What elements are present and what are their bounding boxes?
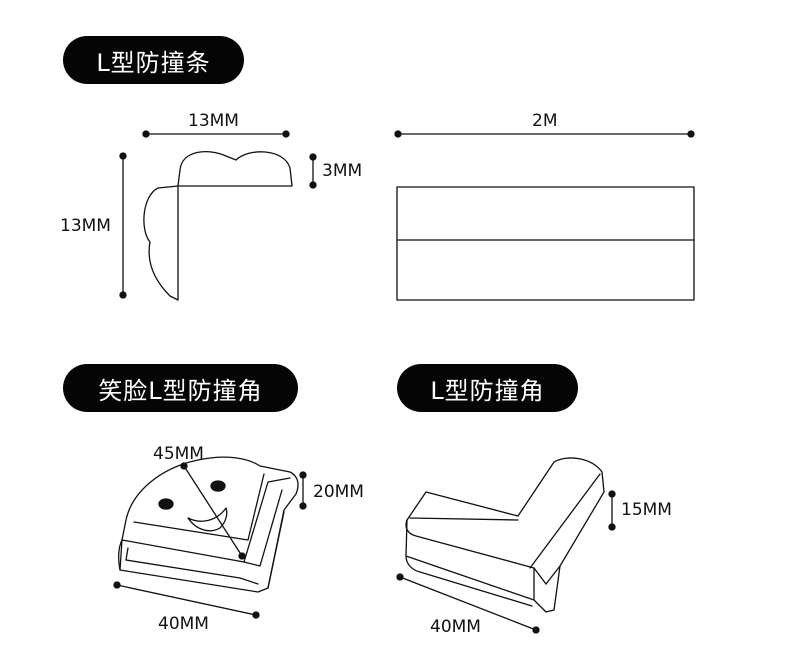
- strip-width-dimension: [142, 130, 290, 138]
- corner-height-label: 15MM: [621, 500, 672, 520]
- smiley-diag-label: 45MM: [153, 444, 204, 464]
- corner-height-dimension: [608, 490, 616, 531]
- smiley-height-dimension: [299, 471, 307, 510]
- smiley-side-label: 40MM: [158, 614, 209, 634]
- corner-section-title: L型防撞角: [397, 364, 578, 412]
- smiley-height-label: 20MM: [313, 482, 364, 502]
- strip-width-label: 13MM: [188, 111, 239, 131]
- strip-length-drawing: [396, 186, 695, 301]
- smiley-diag-dimension: [180, 462, 246, 560]
- strip-length-label: 2M: [532, 111, 558, 131]
- strip-title-text: L型防撞条: [96, 48, 211, 77]
- smiley-side-dimension: [113, 581, 260, 619]
- smiley-corner-drawing: [118, 456, 299, 593]
- plain-corner-drawing: [405, 457, 605, 613]
- corner-title-text: L型防撞角: [430, 376, 545, 405]
- strip-depth-dimension: [309, 153, 317, 189]
- corner-side-dimension: [396, 573, 540, 634]
- strip-section-title: L型防撞条: [63, 36, 244, 84]
- strip-depth-label: 3MM: [322, 161, 363, 181]
- strip-length-dimension: [394, 130, 695, 138]
- strip-profile-drawing: [143, 150, 293, 301]
- strip-height-dimension: [119, 152, 127, 299]
- corner-side-label: 40MM: [430, 617, 481, 637]
- smiley-corner-section-title: 笑脸L型防撞角: [63, 364, 298, 412]
- strip-height-label: 13MM: [60, 216, 111, 236]
- smiley-title-text: 笑脸L型防撞角: [98, 376, 263, 405]
